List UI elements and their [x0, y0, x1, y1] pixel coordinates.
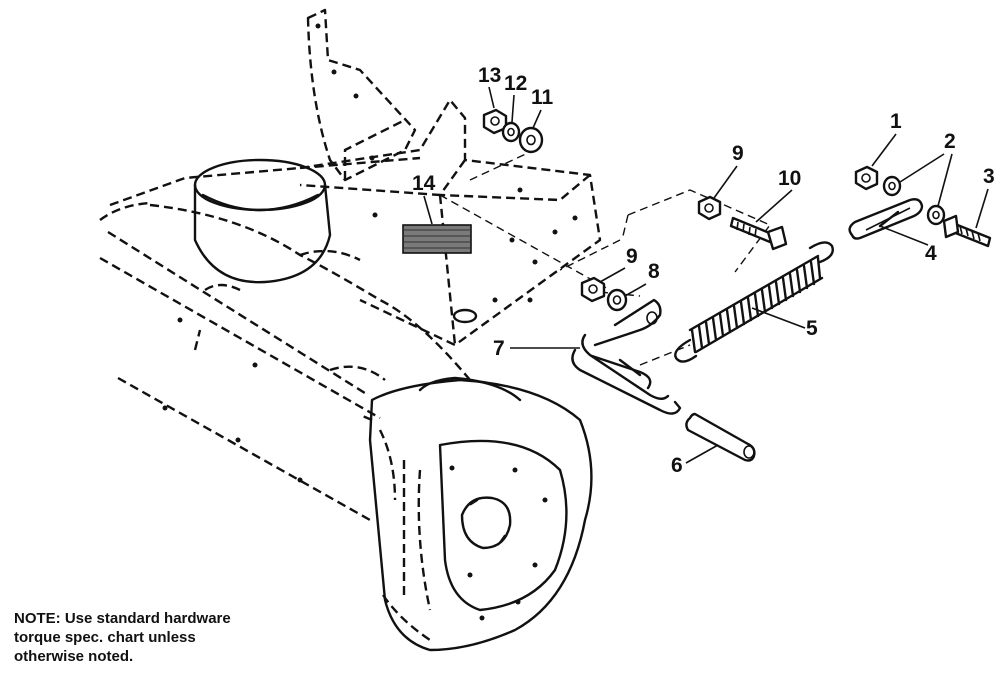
assembly-guide-lines: [439, 151, 772, 366]
flat-washer-11: [518, 126, 544, 154]
callout-14: 14: [412, 172, 436, 195]
callout-2: 2: [944, 130, 956, 153]
decal-label: [402, 224, 472, 254]
note-line-1: NOTE: Use standard hardware: [14, 610, 231, 627]
note-line-2: torque spec. chart unless: [14, 629, 196, 646]
clevis-pin-6: [685, 412, 756, 462]
callout-8: 8: [648, 260, 660, 283]
callout-9-lower: 9: [626, 245, 638, 268]
callout-12: 12: [504, 72, 527, 95]
callout-9-upper: 9: [732, 142, 744, 165]
callout-13: 13: [478, 64, 501, 87]
hex-nut-9-lower: [580, 276, 606, 303]
chain-link-4: [848, 198, 924, 240]
washer-2a: [882, 175, 902, 197]
hex-nut-1: [854, 165, 879, 191]
bolt-10: [729, 216, 788, 251]
main-housing: [99, 8, 602, 652]
callout-1: 1: [890, 110, 902, 133]
lock-washer-12: [501, 121, 521, 143]
callouts: 13 12 11 1 2 3 4 9 10 14 9 8 5 7 6: [412, 64, 995, 477]
callout-4: 4: [925, 242, 937, 265]
bolt-3: [942, 214, 992, 248]
hex-nut-9-upper: [697, 195, 722, 221]
callout-7: 7: [493, 337, 505, 360]
torque-note: NOTE: Use standard hardware torque spec.…: [14, 609, 294, 666]
callout-11: 11: [531, 86, 554, 109]
callout-3: 3: [983, 165, 995, 188]
washer-8: [606, 288, 628, 312]
extension-spring-5: [674, 241, 834, 363]
callout-6: 6: [671, 454, 683, 477]
callout-10: 10: [778, 167, 801, 190]
pin-bracket-7: [571, 298, 682, 415]
note-line-3: otherwise noted.: [14, 648, 134, 665]
callout-5: 5: [806, 317, 818, 340]
washer-2b: [926, 204, 946, 226]
